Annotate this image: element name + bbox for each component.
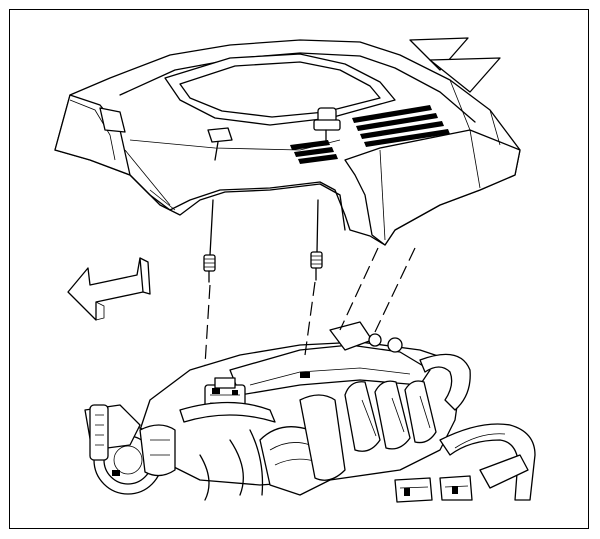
engine-cover [54, 37, 521, 246]
figure-border [9, 9, 589, 529]
cover-mount-boss [207, 127, 233, 161]
direction-arrow [67, 257, 151, 321]
alignment-lines [204, 247, 416, 366]
cover-retaining-stud-right [310, 199, 323, 281]
cover-retaining-stud-left [203, 199, 216, 283]
engine-assembly [84, 321, 536, 503]
cover-vent-slots [290, 105, 450, 164]
